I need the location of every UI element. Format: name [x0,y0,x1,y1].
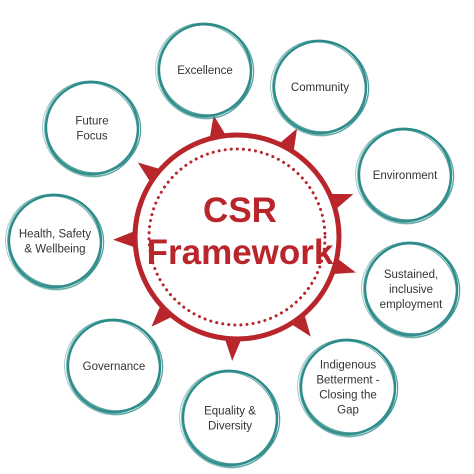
node-ring [64,318,162,414]
framework-nodes: ExcellenceCommunityEnvironmentSustained,… [5,22,461,469]
node-background [185,373,275,463]
node-label-line: Environment [373,170,438,182]
node-background [303,342,393,432]
node-label: Equality & Diversity [204,406,256,433]
node-label-line: Diversity [208,421,252,433]
node-ring [155,22,253,118]
node-label-line: Focus [76,131,108,143]
node-background [11,197,99,285]
node-label: Excellence [177,65,233,77]
hub-spoke [224,336,243,361]
node-background [367,245,455,333]
node-label-line: Excellence [177,65,233,77]
node-label-line: Governance [83,361,146,373]
framework-node: Environment [355,127,455,225]
hub-title-line1: CSR [203,191,277,230]
node-label-line: inclusive [389,284,433,296]
node-label-line: Community [291,82,349,94]
node-label: Sustained, inclusive employment [380,269,443,311]
node-background [276,43,364,131]
hub-title-line2: Framework [147,233,334,272]
node-label: Environment [373,170,438,182]
node-background [161,26,249,114]
framework-node: Sustained, inclusive employment [361,241,461,339]
node-label-line: & Wellbeing [24,244,85,256]
hub-spoke [289,312,311,337]
framework-node: Governance [64,318,164,416]
node-label-line: Equality & [204,406,256,418]
node-ring [361,241,459,337]
node-ring [179,369,279,467]
central-hub: CSR Framework [132,132,342,342]
node-label-line: Health, Safety [19,229,91,241]
node-ring [5,193,103,289]
node-background [361,131,449,219]
framework-node: Excellence [155,22,255,120]
node-background [70,322,158,410]
node-ring [297,338,397,436]
framework-node: Health, Safety & Wellbeing [5,193,105,291]
node-background [48,84,136,172]
node-label: Community [291,82,349,94]
node-ring [355,127,453,223]
hub-spoke [137,162,163,185]
node-label-line: Indigenous [320,360,377,372]
hub-spoke [151,303,175,327]
node-label-line: Sustained, [384,269,438,281]
node-label-line: Closing the [319,390,377,402]
hub-ring [132,132,342,342]
node-ring [270,39,368,135]
framework-node: Equality & Diversity [179,369,281,469]
hub-dotted-ring [147,147,327,327]
node-label-line: Future [75,116,108,128]
hub-spoke [113,230,138,249]
node-label: Governance [83,361,146,373]
node-ring [42,80,140,176]
node-label-line: Gap [337,405,359,417]
node-label: Health, Safety & Wellbeing [19,229,91,256]
node-label-line: Betterment - [316,375,379,387]
framework-node: Community [270,39,370,137]
node-label-line: employment [380,299,443,311]
